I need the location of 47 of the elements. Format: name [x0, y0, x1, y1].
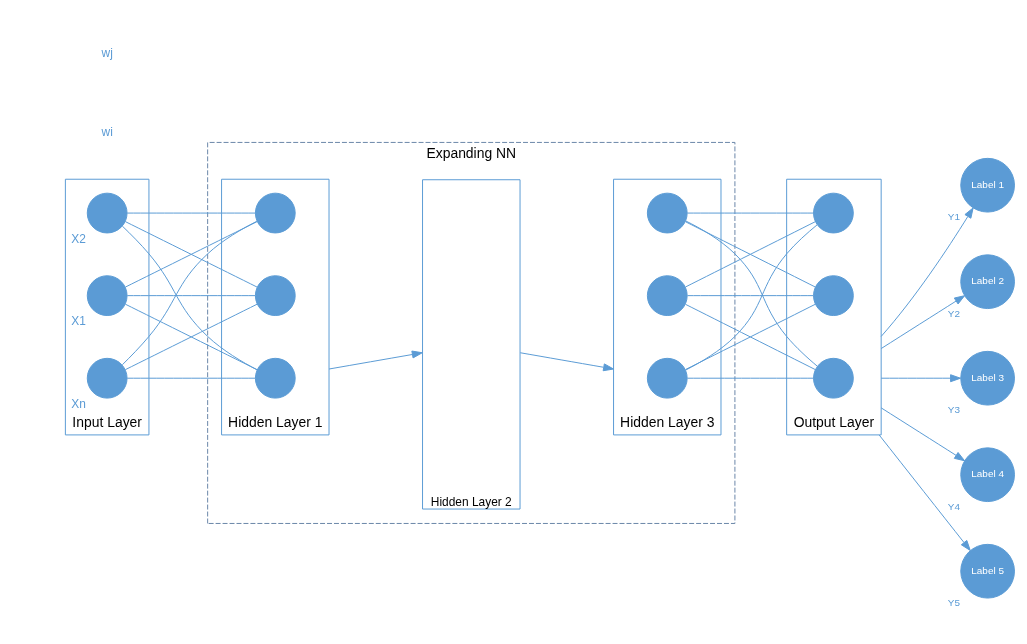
node-circle [646, 357, 688, 399]
connector [126, 212, 256, 214]
arrow [878, 433, 971, 551]
cluster: Hidden Layer 3 [613, 178, 722, 435]
node-circle [646, 274, 688, 316]
node-label: X1 [71, 313, 86, 328]
node-circle: Label 5 [960, 543, 1015, 599]
connector [126, 294, 256, 296]
node-circle: Label 2 [960, 253, 1015, 309]
arrow [328, 350, 423, 369]
arrow [880, 406, 966, 461]
connector [124, 303, 258, 370]
node-circle [646, 192, 688, 233]
node-label: Y5 [947, 596, 960, 608]
node-circle [86, 274, 128, 316]
label: wj [101, 45, 113, 60]
label: wi [101, 124, 113, 139]
node-circle [254, 274, 296, 316]
node-label: Y1 [947, 210, 960, 222]
node-circle [86, 357, 128, 399]
node-label: X2 [71, 231, 86, 246]
node-label: Y4 [947, 500, 960, 512]
connector [686, 377, 814, 379]
node-circle [254, 357, 296, 399]
connector [686, 212, 814, 214]
node-circle: Label 3 [960, 350, 1015, 406]
node-circle: Label 1 [960, 157, 1015, 213]
node-circle [813, 192, 854, 233]
node-circle [86, 192, 128, 233]
cluster: Hidden Layer 1 [221, 178, 330, 435]
arrow [880, 373, 962, 382]
arrow [880, 294, 966, 349]
node-circle [254, 192, 296, 233]
node-label: Y2 [947, 307, 960, 319]
connector [685, 303, 816, 370]
node-circle: Label 4 [960, 446, 1015, 502]
node-box: Hidden Layer 2 [422, 178, 521, 510]
node-circle [813, 357, 854, 399]
connector [126, 377, 256, 379]
node-label: Y3 [947, 403, 960, 415]
arrow [880, 206, 974, 337]
cluster: Output Layer [786, 178, 882, 435]
connector [686, 294, 814, 296]
node-circle [813, 274, 854, 316]
node-label: Xn [71, 396, 86, 411]
arrow [519, 351, 615, 371]
connector [124, 220, 258, 288]
